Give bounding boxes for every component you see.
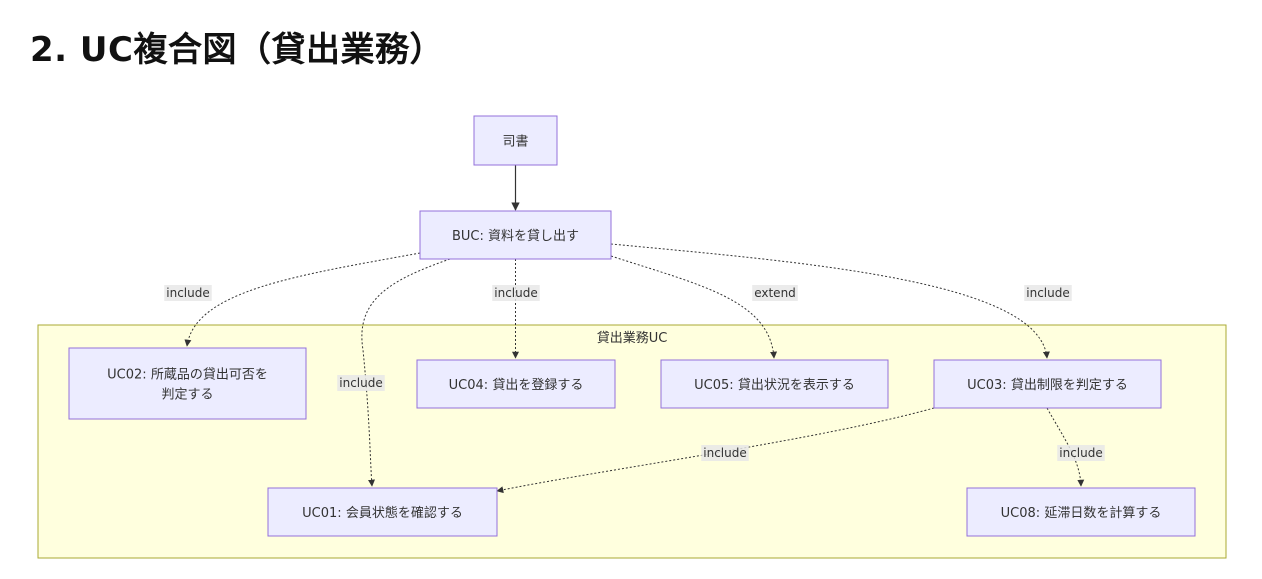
- edge-label-background: [701, 445, 749, 461]
- edge-label-background: [752, 285, 798, 301]
- node-box: [419, 210, 612, 260]
- edge-label-uc03-uc08: include: [1057, 445, 1105, 461]
- edge-buc-uc02: [184, 252, 421, 347]
- edge-label-text: include: [339, 376, 382, 390]
- node-buc: BUC: 資料を貸し出す: [419, 210, 612, 260]
- edge-label-uc03-uc01: include: [701, 445, 749, 461]
- node-box: [473, 115, 558, 166]
- page-title: 2. UC複合図（貸出業務）: [30, 30, 444, 70]
- edge-label-background: [337, 375, 385, 391]
- edge-buc-uc03: [610, 243, 1050, 359]
- edge-label-buc-uc05: extend: [752, 285, 798, 301]
- edge-labels-layer: include include include extend include includ…: [164, 285, 1105, 461]
- node-uc05: UC05: 貸出状況を表示する: [660, 359, 889, 409]
- edge-label-background: [1057, 445, 1105, 461]
- edge-label-text: extend: [754, 286, 796, 300]
- node-label: UC02: 所蔵品の貸出可否を: [107, 367, 268, 383]
- edge-label-text: include: [494, 286, 537, 300]
- edge-label-buc-uc02: include: [164, 285, 212, 301]
- edge-label-text: include: [703, 446, 746, 460]
- edge-label-buc-uc04: include: [492, 285, 540, 301]
- edge-buc-uc01: [361, 258, 451, 487]
- edge-label-background: [492, 285, 540, 301]
- node-label: 判定する: [161, 388, 213, 403]
- node-label: UC01: 会員状態を確認する: [302, 505, 463, 521]
- node-uc03: UC03: 貸出制限を判定する: [933, 359, 1162, 409]
- node-librarian: 司書: [473, 115, 558, 166]
- node-uc08: UC08: 延滞日数を計算する: [966, 487, 1196, 537]
- edge-label-background: [1024, 285, 1072, 301]
- edge-buc-uc05: [610, 255, 778, 359]
- node-label: UC05: 貸出状況を表示する: [694, 377, 855, 393]
- edge-label-text: include: [166, 286, 209, 300]
- edges-layer: [184, 165, 1085, 494]
- node-box: [933, 359, 1162, 409]
- edge-label-buc-uc01: include: [337, 375, 385, 391]
- cluster-label: 貸出業務UC: [597, 330, 668, 346]
- edge-label-buc-uc03: include: [1024, 285, 1072, 301]
- edge-label-text: include: [1026, 286, 1069, 300]
- node-box: [966, 487, 1196, 537]
- node-box: [68, 347, 307, 420]
- node-uc04: UC04: 貸出を登録する: [416, 359, 616, 409]
- node-box: [416, 359, 616, 409]
- node-label: BUC: 資料を貸し出す: [452, 228, 579, 244]
- node-label: UC08: 延滞日数を計算する: [1001, 505, 1162, 521]
- edge-label-text: include: [1059, 446, 1102, 460]
- edge-uc03-uc01: [496, 407, 935, 494]
- node-label: UC03: 貸出制限を判定する: [967, 377, 1128, 393]
- node-uc01: UC01: 会員状態を確認する: [267, 487, 498, 537]
- node-label: 司書: [502, 135, 528, 150]
- node-box: [660, 359, 889, 409]
- node-box: [267, 487, 498, 537]
- node-label: UC04: 貸出を登録する: [449, 377, 584, 393]
- edge-label-background: [164, 285, 212, 301]
